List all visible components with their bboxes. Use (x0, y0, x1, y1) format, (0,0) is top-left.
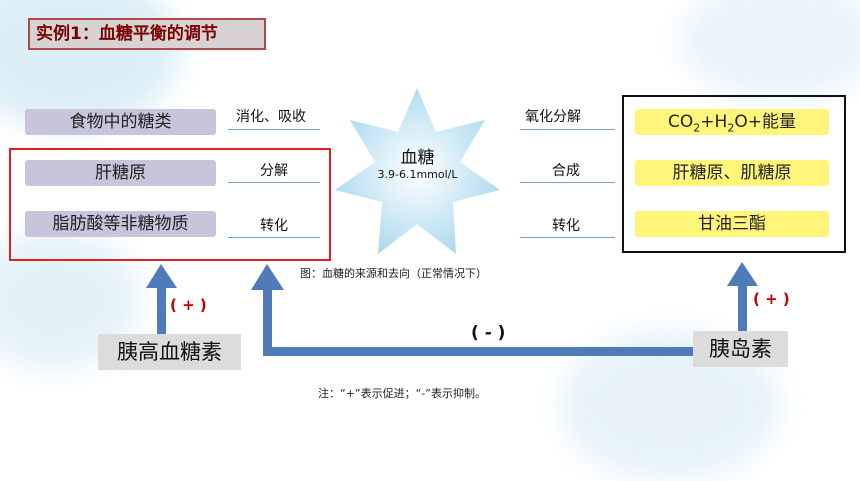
dest-triglyceride: 甘油三酯 (635, 211, 829, 237)
dest-text: O+能量 (734, 112, 796, 132)
process-label-convert: 转化 (260, 218, 288, 234)
dest-text: CO (668, 112, 694, 132)
blood-sugar-star (335, 88, 500, 254)
arrow-line (520, 129, 615, 130)
arrow-line (228, 129, 320, 130)
arrow-line (228, 237, 320, 238)
figure-caption: 图：血糖的来源和去向（正常情况下） (300, 267, 487, 280)
arrow-line (520, 182, 615, 183)
hormone-insulin: 胰岛素 (693, 331, 788, 367)
dest-glycogen: 肝糖原、肌糖原 (635, 160, 829, 186)
glucagon-plus-sign: ( + ) (170, 296, 207, 314)
arrow-line (228, 182, 320, 183)
insulin-plus-sign: ( + ) (753, 290, 790, 308)
center-range: 3.9-6.1mmol/L (377, 168, 458, 181)
legend-note: 注：“+”表示促进；“-”表示抑制。 (318, 387, 486, 400)
source-non-sugar: 脂肪酸等非糖物质 (25, 211, 216, 237)
arrow-line (520, 237, 615, 238)
source-food-carbs: 食物中的糖类 (25, 109, 216, 135)
process-label-oxidize: 氧化分解 (525, 109, 581, 125)
dest-subscript: 2 (727, 121, 735, 135)
dest-text: +H (700, 112, 728, 132)
highlight-box-red (9, 148, 331, 261)
source-liver-glycogen: 肝糖原 (25, 160, 216, 186)
process-label-convert-out: 转化 (552, 218, 580, 234)
dest-co2-water-energy: CO2+H2O+能量 (635, 109, 829, 135)
insulin-minus-sign: ( - ) (471, 323, 506, 343)
center-label: 血糖 (400, 148, 435, 168)
background-splash (680, 0, 860, 100)
process-label-decompose: 分解 (260, 163, 288, 179)
dest-subscript: 2 (693, 121, 701, 135)
process-label-digest: 消化、吸收 (236, 109, 306, 125)
hormone-glucagon: 胰高血糖素 (98, 334, 241, 370)
slide-title: 实例1：血糖平衡的调节 (28, 18, 266, 50)
destination-box-outline (622, 95, 846, 253)
process-label-synthesize: 合成 (552, 163, 580, 179)
